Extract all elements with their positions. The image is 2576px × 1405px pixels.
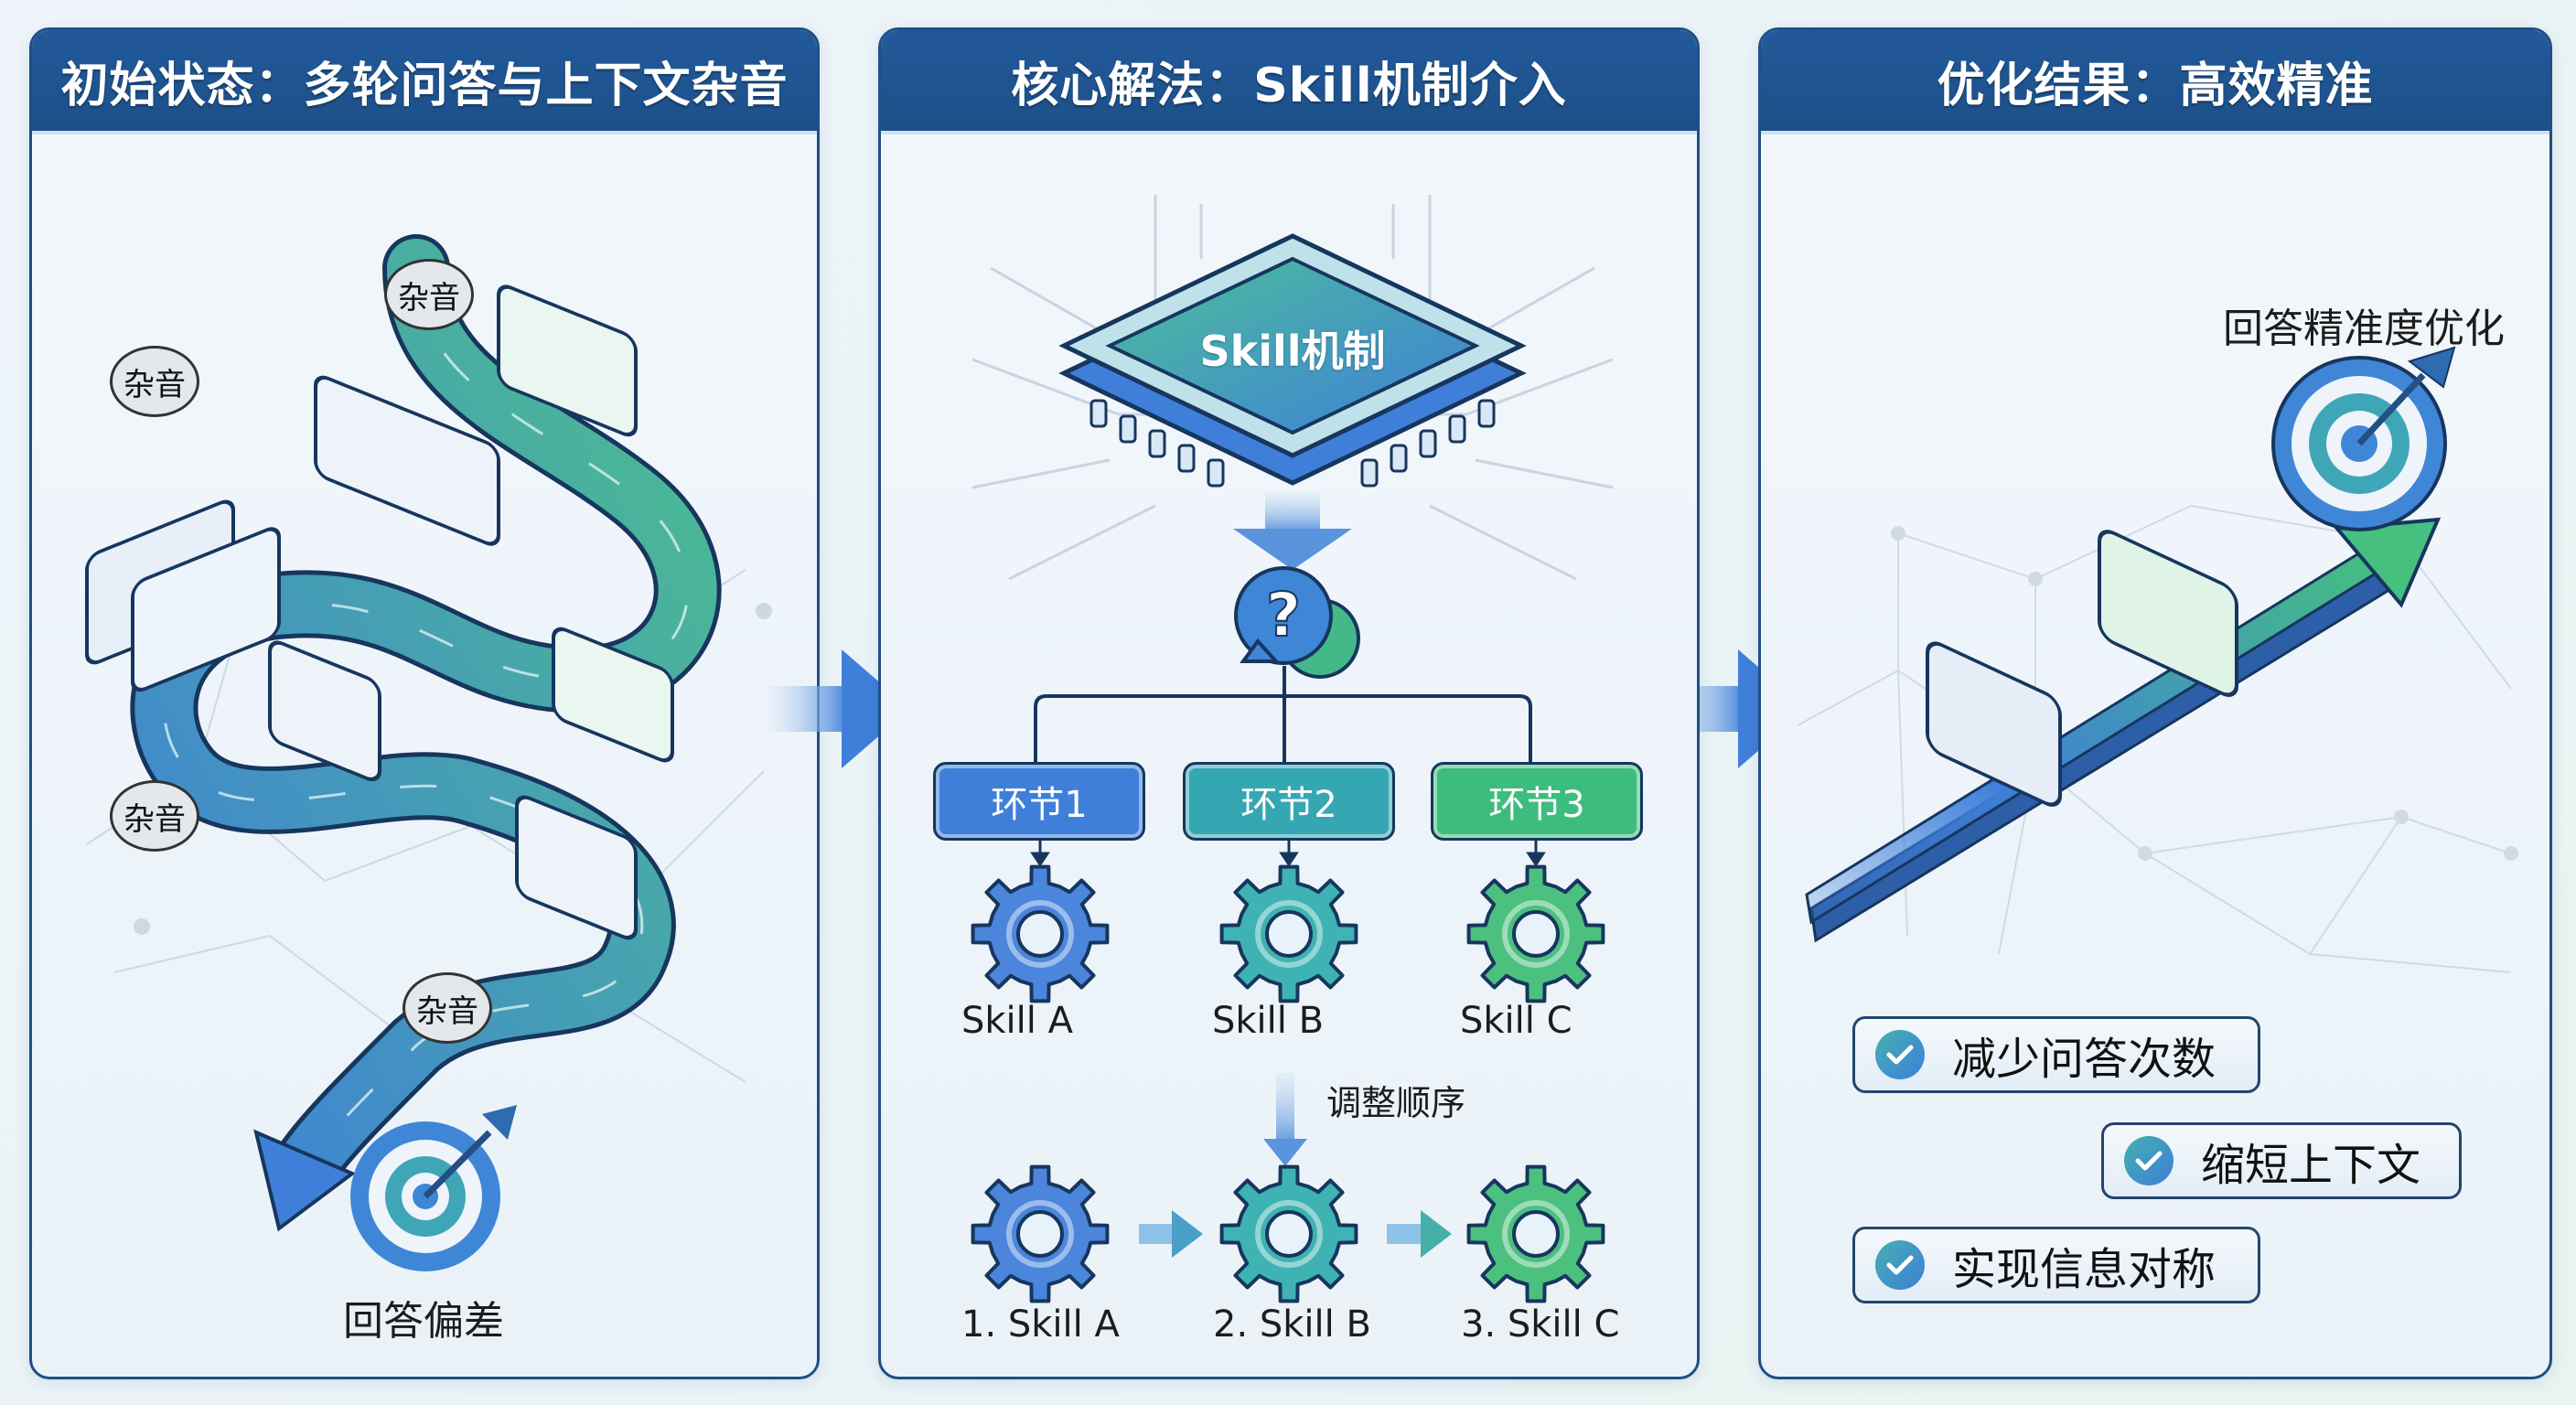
panel-title: 优化结果：高效精准 <box>1761 30 2549 134</box>
target-miss-icon <box>350 1105 517 1271</box>
skill-label: Skill A <box>961 1000 1073 1042</box>
panel-core-solution: 核心解法：Skill机制介入 <box>878 27 1700 1379</box>
ordered-skill-label: 2. Skill B <box>1213 1303 1371 1346</box>
panel-optimized-result: 优化结果：高效精准 <box>1758 27 2552 1379</box>
skill-gear-icon <box>971 864 1110 1003</box>
ordered-skill-gear-icon <box>1466 1164 1605 1303</box>
svg-text:?: ? <box>1266 580 1301 650</box>
noise-bubble: 杂音 <box>402 972 492 1044</box>
panel-title: 核心解法：Skill机制介入 <box>881 30 1697 134</box>
stage-to-skill-arrows <box>1030 840 1546 867</box>
noisy-conversation-path-illustration <box>85 234 772 1271</box>
stage-node-3[interactable]: 环节3 <box>1431 762 1643 841</box>
noise-bubble: 杂音 <box>384 259 474 330</box>
panel-initial-state: 初始状态：多轮问答与上下文杂音 <box>29 27 820 1379</box>
reorder-arrow-icon <box>1263 1073 1307 1166</box>
answer-deviation-label: 回答偏差 <box>343 1298 504 1345</box>
checklist-item-label: 减少问答次数 <box>1952 1034 2216 1085</box>
reorder-label: 调整顺序 <box>1326 1083 1466 1123</box>
check-icon <box>1875 1240 1925 1290</box>
skill-label: Skill B <box>1212 1000 1325 1042</box>
question-bubble-icon: ? <box>1234 566 1360 679</box>
growth-trend-illustration <box>1797 346 2518 973</box>
ordered-skill-label: 1. Skill A <box>961 1303 1120 1346</box>
check-icon <box>2124 1136 2174 1185</box>
checklist-item-label: 实现信息对称 <box>1952 1244 2216 1295</box>
stage-node-2[interactable]: 环节2 <box>1183 762 1395 841</box>
target-hit-icon <box>2271 346 2456 531</box>
checklist-item: 缩短上下文 <box>2101 1122 2462 1199</box>
skill-gear-icon <box>1219 864 1358 1003</box>
chip-label: Skill机制 <box>1199 327 1386 376</box>
chat-bubble <box>85 284 674 940</box>
panel-title: 初始状态：多轮问答与上下文杂音 <box>32 30 817 134</box>
skill-chip-icon <box>1058 233 1527 488</box>
skill-mechanism-diagram: ? <box>971 195 1614 1258</box>
arrow-down-icon <box>1233 492 1352 570</box>
noise-bubble: 杂音 <box>110 780 199 852</box>
ordered-skill-label: 3. Skill C <box>1461 1303 1620 1346</box>
sequence-arrow-icon <box>1387 1210 1452 1258</box>
skill-gear-icon <box>1466 864 1605 1003</box>
target-label: 回答精准度优化 <box>2223 306 2505 352</box>
checklist-item-label: 缩短上下文 <box>2201 1140 2421 1191</box>
ordered-skill-gear-icon <box>971 1164 1110 1303</box>
checklist-item: 实现信息对称 <box>1852 1227 2260 1303</box>
checklist-item: 减少问答次数 <box>1852 1016 2260 1093</box>
check-icon <box>1875 1030 1925 1079</box>
sequence-arrow-icon <box>1139 1210 1203 1258</box>
ordered-skill-gear-icon <box>1219 1164 1358 1303</box>
skill-label: Skill C <box>1460 1000 1572 1042</box>
stage-node-1[interactable]: 环节1 <box>933 762 1145 841</box>
path-arrowhead <box>253 1129 356 1232</box>
noise-bubble: 杂音 <box>110 346 199 417</box>
chat-bubble <box>1926 530 2238 807</box>
